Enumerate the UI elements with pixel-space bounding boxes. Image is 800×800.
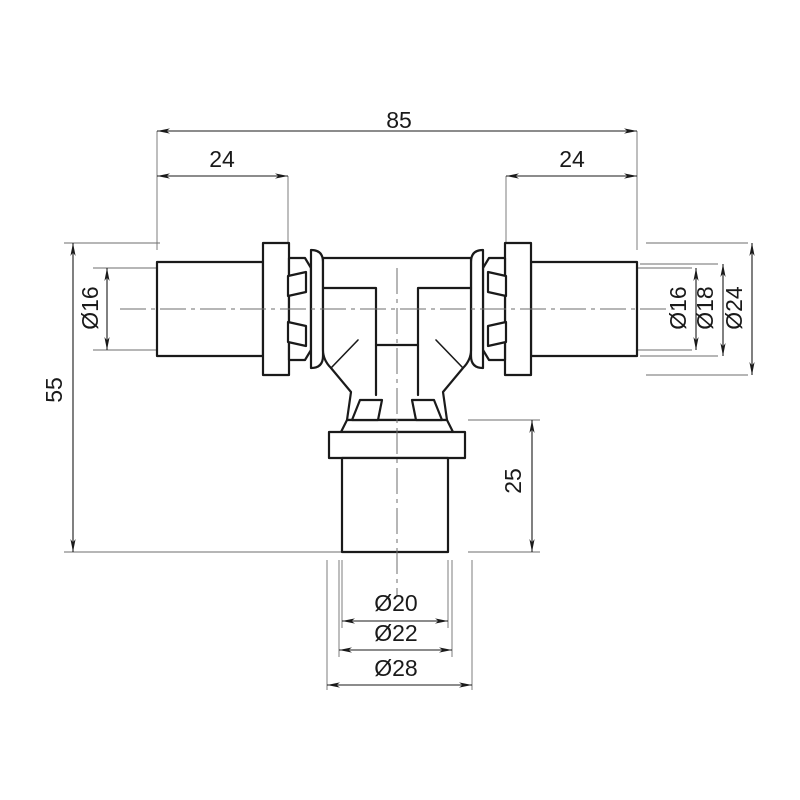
centre-lines xyxy=(120,268,676,596)
dimension-label-left-d16: Ø16 xyxy=(77,286,103,329)
left-barb-upper xyxy=(286,270,308,298)
dimension-text-group: 85 24 24 55 Ø16 Ø16 Ø18 Ø24 25 Ø20 Ø22 Ø… xyxy=(41,107,747,681)
left-barb-lower xyxy=(286,320,308,348)
tee-bore-run xyxy=(321,286,473,347)
dimension-label-right-24: 24 xyxy=(559,146,585,172)
extension-lines xyxy=(64,131,748,690)
dimension-label-right-d16: Ø16 xyxy=(665,286,691,329)
dimension-label-right-d18: Ø18 xyxy=(692,286,718,329)
dimension-label-d20: Ø20 xyxy=(374,590,417,616)
right-barb-upper xyxy=(486,270,508,298)
branch-pipe-sleeve xyxy=(340,456,450,554)
dimension-label-d28: Ø28 xyxy=(374,655,417,681)
tee-fillet-right xyxy=(435,339,464,369)
tee-fillet-left xyxy=(330,339,359,369)
dimension-label-85: 85 xyxy=(386,107,412,133)
dimension-label-55: 55 xyxy=(41,377,67,403)
dimension-lines-group xyxy=(64,128,755,690)
right-barb-lower xyxy=(486,320,508,348)
dimension-label-left-24: 24 xyxy=(209,146,235,172)
branch-barb-right xyxy=(410,398,444,422)
branch-barb-left xyxy=(350,398,384,422)
dimension-label-d22: Ø22 xyxy=(374,620,417,646)
tee-branch-inner-walls xyxy=(374,343,420,397)
dimension-label-right-d24: Ø24 xyxy=(721,286,747,330)
dimension-label-25: 25 xyxy=(500,468,526,494)
